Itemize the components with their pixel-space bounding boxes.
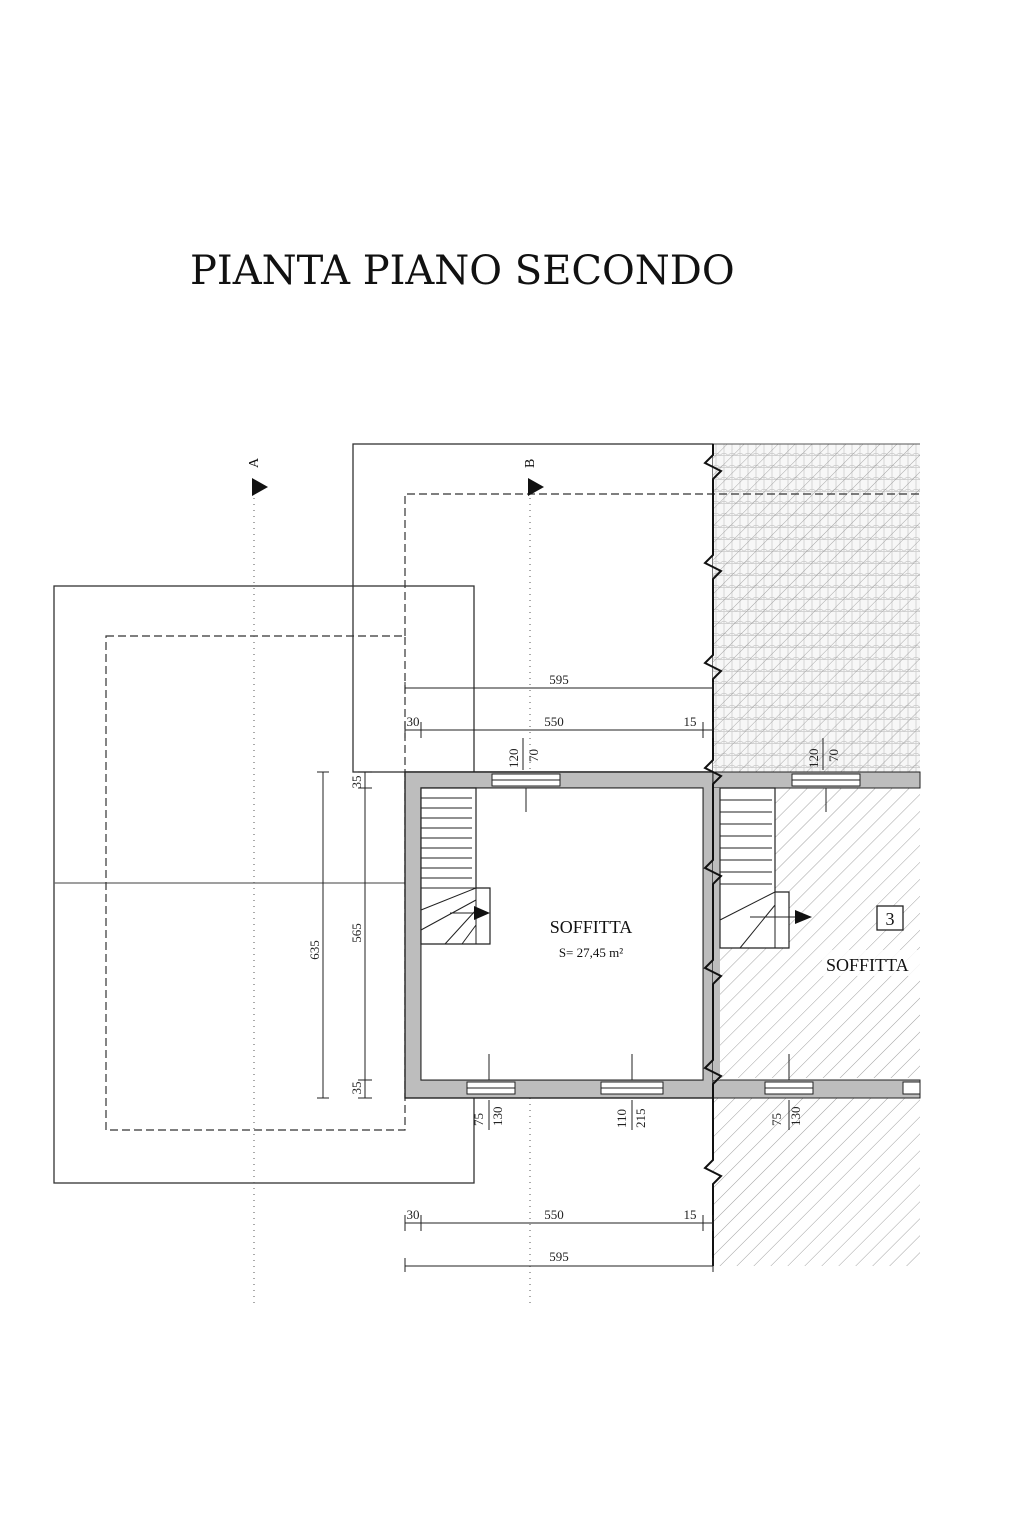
neighbor-room-name: SOFFITTA	[826, 955, 909, 975]
dim-top-right: 15	[684, 714, 697, 729]
dimension-bottom	[404, 1215, 714, 1272]
staircase	[420, 787, 491, 945]
dim-top-mid: 550	[544, 714, 564, 729]
room-name: SOFFITTA	[550, 917, 633, 937]
dim-top-total: 595	[549, 672, 569, 687]
dim-wall-bottom: 35	[349, 1082, 364, 1095]
window-bottom-2	[600, 1054, 664, 1095]
opening-bottom-neighbor-width: 75	[769, 1113, 784, 1126]
eave-outline-left	[105, 635, 406, 1131]
dim-top-left: 30	[407, 714, 420, 729]
opening-bottom-2-height: 215	[633, 1109, 648, 1129]
dim-height-inner: 565	[349, 923, 364, 943]
opening-top-main-height: 70	[526, 749, 541, 762]
window-top-main	[491, 773, 561, 812]
section-label-b: B	[523, 459, 538, 468]
opening-top-neighbor-width: 120	[806, 749, 821, 769]
dimension-top	[404, 682, 714, 738]
opening-bottom-1-height: 130	[490, 1107, 505, 1127]
dimension-vertical	[317, 771, 372, 1099]
opening-bottom-1-width: 75	[471, 1113, 486, 1126]
section-arrow-b	[528, 478, 544, 496]
eave-outline-upper	[404, 493, 920, 636]
dim-height-outer: 635	[307, 940, 322, 960]
unit-number-box	[876, 905, 904, 931]
section-label-a: A	[247, 457, 262, 468]
opening-bottom-2-width: 110	[614, 1109, 629, 1128]
window-bottom-1	[466, 1054, 516, 1095]
dim-bottom-left: 30	[407, 1207, 420, 1222]
unit-number: 3	[886, 909, 895, 929]
opening-top-main-width: 120	[506, 749, 521, 769]
opening-top-neighbor-height: 70	[826, 749, 841, 762]
section-arrow-a	[252, 478, 268, 496]
room-area: S= 27,45 m²	[559, 945, 623, 960]
window-bottom-neighbor	[764, 1054, 921, 1095]
drawing-title: PIANTA PIANO SECONDO	[190, 248, 735, 294]
opening-bottom-neighbor-height: 130	[788, 1107, 803, 1127]
dim-bottom-total: 595	[549, 1249, 569, 1264]
break-line	[703, 444, 723, 1266]
dim-bottom-mid: 550	[544, 1207, 564, 1222]
dim-bottom-right: 15	[684, 1207, 697, 1222]
window-top-neighbor	[791, 773, 861, 812]
dim-wall-top: 35	[349, 776, 364, 789]
